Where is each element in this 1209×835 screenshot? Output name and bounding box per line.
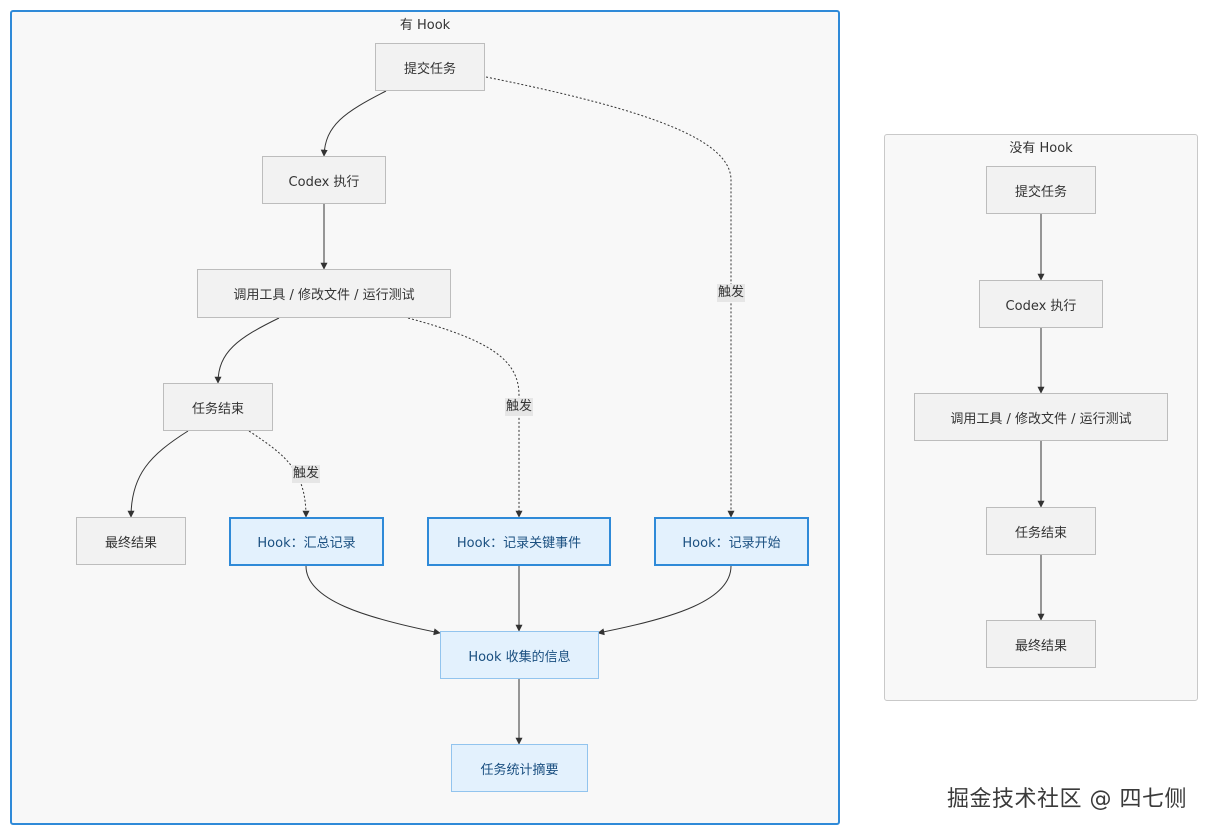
group-with-hook-title: 有 Hook [399,18,451,33]
node-task-end: 任务结束 [163,383,273,431]
node-hook-info: Hook 收集的信息 [440,631,599,679]
node-nh-call-tools: 调用工具 / 修改文件 / 运行测试 [914,393,1168,441]
edge-label-trigger-start: 触发 [717,284,746,302]
node-nh-submit-task: 提交任务 [986,166,1096,214]
node-hook-key-events: Hook：记录关键事件 [427,517,611,566]
edge-label-trigger-summary: 触发 [292,465,321,483]
node-nh-task-end: 任务结束 [986,507,1096,555]
node-codex-exec: Codex 执行 [262,156,386,204]
edge-label-trigger-key: 触发 [505,398,534,416]
node-final-result: 最终结果 [76,517,186,565]
node-submit-task: 提交任务 [375,43,485,91]
watermark: 掘金技术社区 @ 四七侧 [947,787,1187,812]
node-hook-summary: Hook：汇总记录 [229,517,384,566]
node-nh-codex-exec: Codex 执行 [979,280,1103,328]
node-nh-final-result: 最终结果 [986,620,1096,668]
node-task-stats: 任务统计摘要 [451,744,588,792]
node-hook-start: Hook：记录开始 [654,517,809,566]
group-without-hook-title: 没有 Hook [1009,141,1073,156]
node-call-tools: 调用工具 / 修改文件 / 运行测试 [197,269,451,318]
group-with-hook: 有 Hook [10,10,840,825]
